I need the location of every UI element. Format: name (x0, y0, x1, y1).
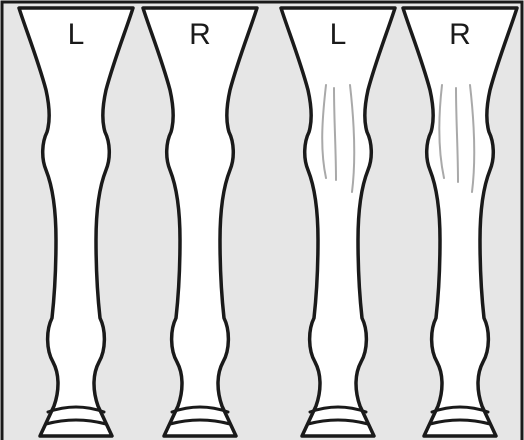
leg-label: R (449, 18, 471, 51)
leg-label: R (189, 18, 211, 51)
leg-label: L (330, 18, 347, 51)
leg-label: L (68, 18, 85, 51)
